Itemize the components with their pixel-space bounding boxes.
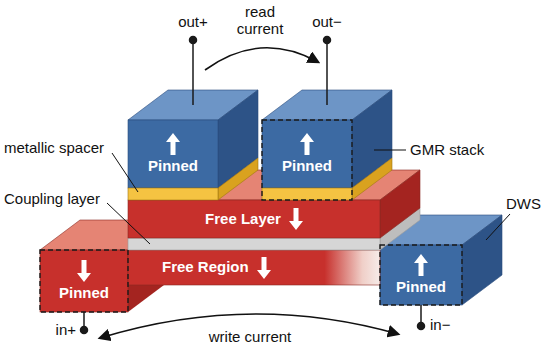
layer-face: Pinned xyxy=(128,120,218,188)
left-gmr-stack xyxy=(128,90,258,200)
magnetization-up-arrow xyxy=(300,133,314,155)
terminal-name: out+ xyxy=(178,14,208,31)
layer-face: Pinned xyxy=(262,120,352,188)
read-current-arrow xyxy=(205,48,318,70)
magnetization-down-arrow xyxy=(289,208,303,230)
right-gmr-stack xyxy=(262,90,392,200)
layer-face: Pinned xyxy=(380,245,462,305)
magnetization-up-arrow xyxy=(166,133,180,155)
terminal-name: out− xyxy=(312,14,342,31)
terminal-name: in− xyxy=(430,317,450,334)
layer-name: Pinned xyxy=(148,158,198,175)
magnetization-down-arrow xyxy=(257,257,271,279)
part-name: DWS xyxy=(506,196,541,213)
layer-name: Pinned xyxy=(59,285,109,302)
free-region-face xyxy=(128,250,380,285)
layer-face: Pinned xyxy=(40,250,128,312)
part-name: Coupling layer xyxy=(4,191,100,208)
part-name: GMR stack xyxy=(410,142,484,159)
current-label: write current xyxy=(209,329,292,346)
layer-name: Pinned xyxy=(396,279,446,296)
terminal-pin xyxy=(81,37,425,334)
layer-name: Free Region xyxy=(162,259,249,276)
current-label: read current xyxy=(229,4,291,37)
leader-line xyxy=(107,150,510,244)
layer-face: Free Region xyxy=(128,250,380,285)
part-name: metallic spacer xyxy=(4,140,104,157)
magnetization-up-arrow xyxy=(414,254,428,276)
layer-name: Free Layer xyxy=(205,211,281,228)
terminal-name: in+ xyxy=(56,322,76,339)
layer-face: Free Layer xyxy=(128,200,380,238)
magnetization-down-arrow xyxy=(77,260,91,282)
layer-name: Pinned xyxy=(282,158,332,175)
